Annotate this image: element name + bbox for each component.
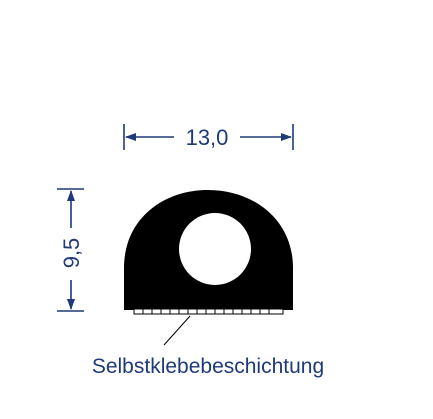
width-arrow-left-icon (125, 133, 136, 141)
width-dimension: 13,0 (123, 124, 294, 150)
adhesive-tape-strip (133, 308, 284, 315)
seal-profile-shape (124, 190, 293, 310)
width-label: 13,0 (186, 125, 229, 150)
height-label: 9,5 (59, 238, 84, 269)
adhesive-leader-line (163, 315, 191, 346)
width-arrow-right-icon (281, 133, 292, 141)
height-arrow-bottom-icon (67, 299, 75, 310)
adhesive-label: Selbstklebebeschichtung (92, 355, 324, 378)
height-arrow-top-icon (67, 190, 75, 201)
height-dimension: 9,5 (57, 188, 84, 312)
